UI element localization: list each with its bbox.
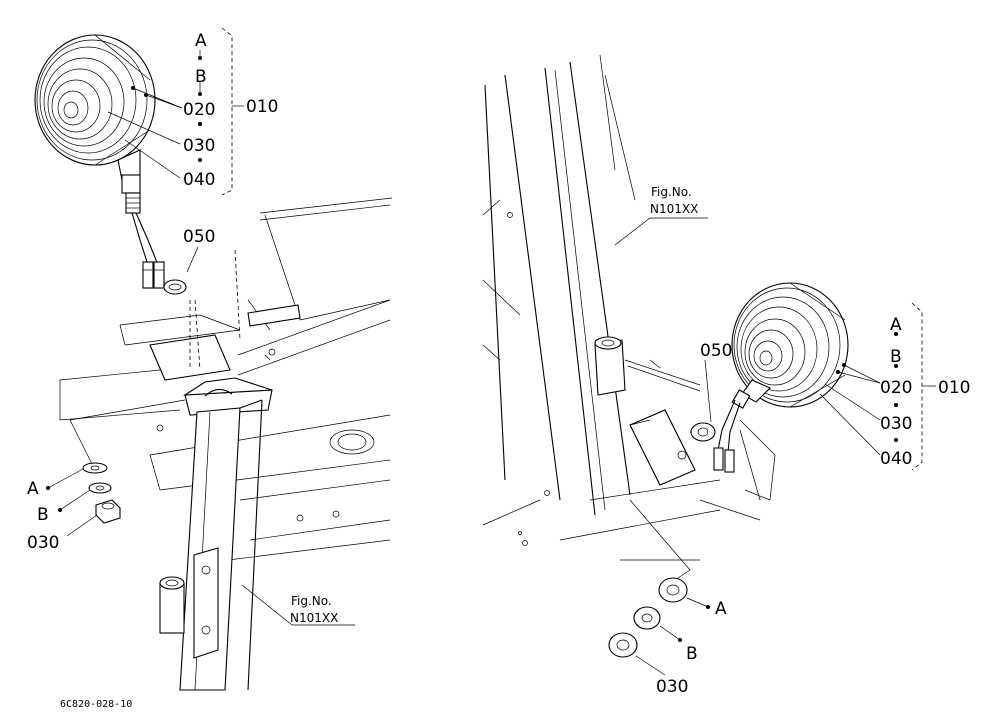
left-grommet-050 <box>163 246 199 295</box>
left-fig-ref: Fig.No. N101XX <box>241 584 355 626</box>
right-hw-label-030: 030 <box>656 677 688 697</box>
right-fig-ref-line1: Fig.No. <box>651 185 692 199</box>
left-label-030: 030 <box>183 136 215 156</box>
right-lamp-callouts <box>819 302 936 471</box>
left-label-a: A <box>195 31 207 51</box>
right-hw-label-b: B <box>686 644 698 664</box>
right-label-030: 030 <box>880 414 912 434</box>
left-fig-ref-line1: Fig.No. <box>291 594 332 608</box>
left-label-010: 010 <box>246 97 278 117</box>
right-label-050: 050 <box>700 341 732 361</box>
left-frame-structure <box>59 197 393 561</box>
left-fig-ref-line2: N101XX <box>290 611 338 625</box>
left-label-040: 040 <box>183 170 215 190</box>
left-post <box>159 377 273 691</box>
right-frame-structure <box>482 54 776 561</box>
left-hardware-stack <box>46 399 186 537</box>
right-view: Fig.No. N101XX A B 020 030 040 010 050 A… <box>482 54 970 697</box>
left-hw-label-030: 030 <box>27 533 59 553</box>
right-label-010: 010 <box>938 378 970 398</box>
right-fig-ref: Fig.No. N101XX <box>614 185 708 246</box>
left-label-050: 050 <box>183 227 215 247</box>
right-hw-label-a: A <box>715 599 727 619</box>
left-work-lamp <box>34 34 165 289</box>
left-label-020: 020 <box>183 100 215 120</box>
drawing-code: 6C820-028-10 <box>60 699 132 710</box>
right-hardware-stack <box>608 499 710 676</box>
right-label-a: A <box>890 315 902 335</box>
right-label-020: 020 <box>880 378 912 398</box>
left-view: Fig.No. N101XX A B 020 030 040 010 050 A… <box>27 27 393 691</box>
left-hw-label-b: B <box>37 505 49 525</box>
left-lamp-callouts <box>107 27 244 196</box>
right-label-b: B <box>890 347 902 367</box>
right-label-040: 040 <box>880 449 912 469</box>
left-hw-label-a: A <box>27 479 39 499</box>
right-grommet-050 <box>690 359 716 442</box>
left-label-b: B <box>195 67 207 87</box>
right-work-lamp <box>713 282 849 473</box>
right-fig-ref-line2: N101XX <box>650 202 698 216</box>
